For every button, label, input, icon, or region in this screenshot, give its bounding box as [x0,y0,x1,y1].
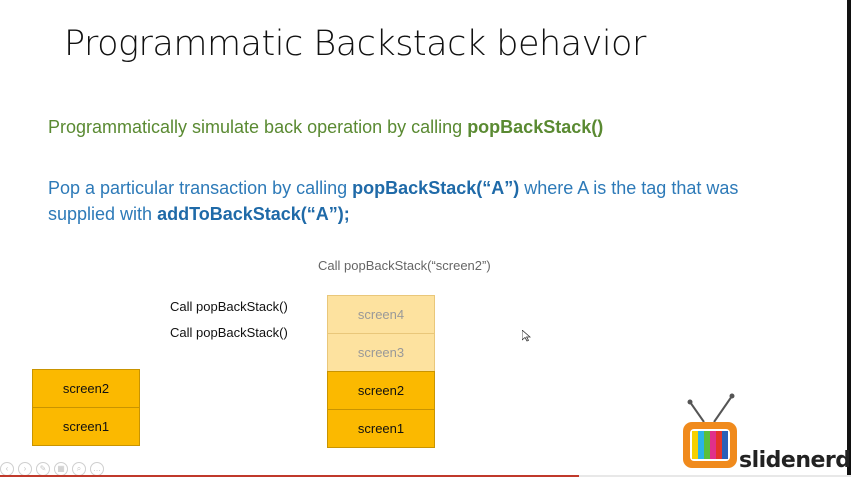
bullet-2-code-a: popBackStack(“A”) [352,178,520,198]
bullet-line-1: Programmatically simulate back operation… [48,117,603,138]
bullet-1-text: Programmatically simulate back operation… [48,117,468,137]
right-stack-screen1: screen1 [327,409,435,448]
call-label-1: Call popBackStack() [170,299,288,314]
slide-edge [847,0,851,477]
zoom-icon[interactable]: ⌕ [72,462,86,476]
pen-icon[interactable]: ✎ [36,462,50,476]
slides-icon[interactable]: ▦ [54,462,68,476]
bullet-line-2: Pop a particular transaction by calling … [48,175,808,227]
left-stack-screen1: screen1 [32,407,140,446]
slideshow-toolbar: ‹ › ✎ ▦ ⌕ … [0,462,104,476]
slide-title: Programmatic Backstack behavior [64,24,646,64]
video-progress-bar[interactable] [0,475,851,477]
video-progress-fill [0,475,579,477]
call-label-2: Call popBackStack() [170,325,288,340]
previous-icon[interactable]: ‹ [0,462,14,476]
right-stack-screen4: screen4 [327,295,435,334]
diagram-caption: Call popBackStack(“screen2”) [318,258,491,273]
bullet-1-code: popBackStack() [467,117,604,137]
next-icon[interactable]: › [18,462,32,476]
slidenerd-logo-text: slidenerd [739,448,851,473]
left-stack-screen2: screen2 [32,369,140,408]
right-stack-screen2: screen2 [327,371,435,410]
slidenerd-tv-logo-icon [683,393,737,468]
bullet-2-text-a: Pop a particular transaction by calling [48,178,353,198]
bullet-2-code-b: addToBackStack(“A”); [157,204,350,224]
mouse-cursor-icon [522,330,531,342]
bullet-2-text-b: where A is the tag that was supplied wit… [48,178,739,224]
right-stack-screen3: screen3 [327,333,435,372]
more-icon[interactable]: … [90,462,104,476]
